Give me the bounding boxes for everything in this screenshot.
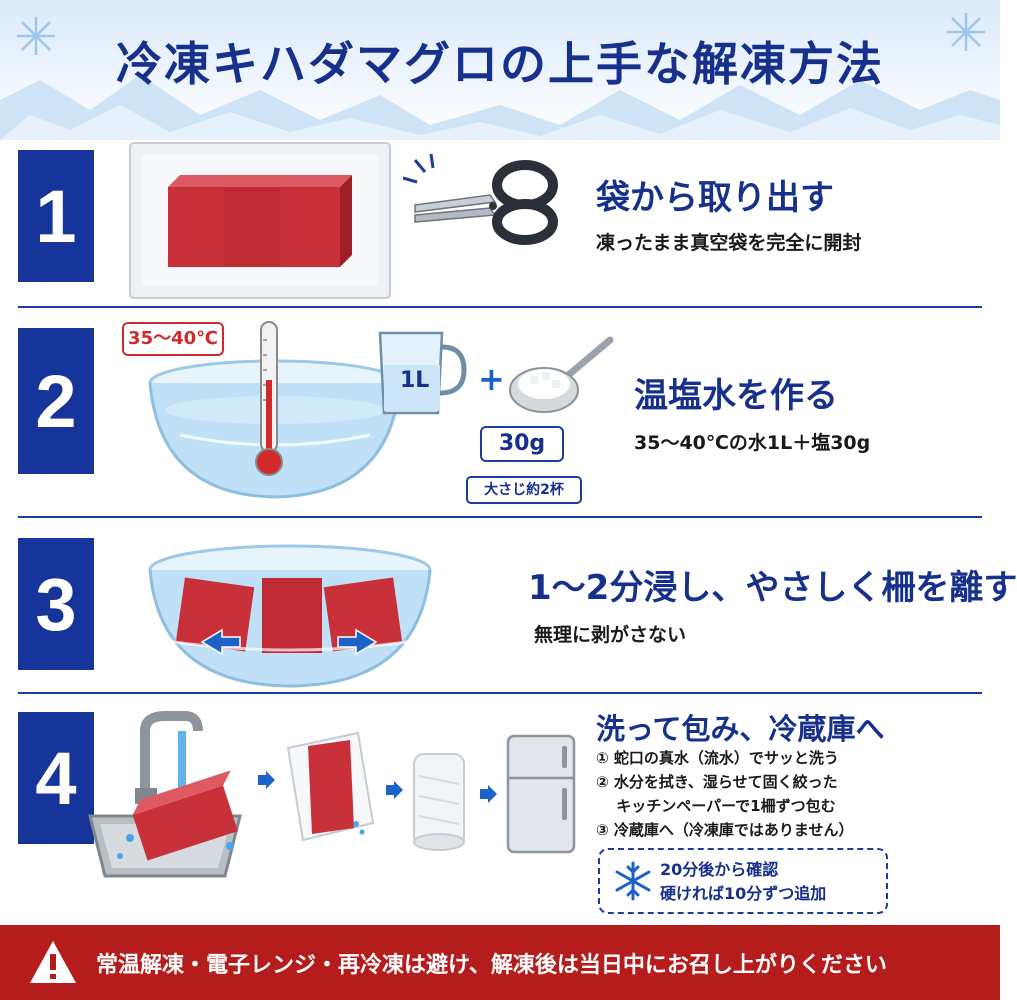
step-number-4: 4 [18, 712, 94, 844]
check-line: 20分後から確認 [660, 860, 779, 879]
refrigerator-icon [506, 734, 576, 854]
warning-icon [30, 941, 76, 983]
ice-mountains-icon [0, 75, 1000, 140]
step-title-2: 温塩水を作る [634, 376, 838, 416]
liter-label: 1L [400, 368, 430, 393]
instruction-list: ① 蛇口の真水（流水）でサッと洗う ② 水分を拭き、湿らせて固く絞った キッチン… [596, 746, 853, 842]
divider [18, 516, 982, 518]
step-subtitle-1: 凍ったまま真空袋を完全に開封 [596, 232, 862, 254]
divider [18, 306, 982, 308]
salt-spoon-icon [509, 336, 614, 413]
scissors-icon [402, 153, 558, 245]
temperature-label: 35～40℃ [122, 322, 224, 356]
arrow-right-icon [480, 785, 497, 803]
glass-bowl-icon [148, 544, 432, 688]
step-title-3: 1～2分浸し、やさしく柵を離す [528, 568, 1017, 608]
step-subtitle-2: 35～40℃の水1L＋塩30g [634, 432, 871, 454]
check-line: 硬ければ10分ずつ追加 [660, 884, 827, 903]
snowflake-icon [947, 13, 985, 51]
check-note: 20分後から確認 硬ければ10分ずつ追加 [598, 848, 888, 914]
snowflake-icon [17, 17, 55, 55]
vacuum-bag-icon [129, 142, 391, 299]
salt-note: 大さじ約2杯 [466, 476, 582, 504]
step-title-4: 洗って包み、冷蔵庫へ [596, 712, 885, 746]
plus-sign: + [478, 360, 505, 398]
arrow-right-icon [386, 781, 403, 799]
wrapped-roll-icon [413, 753, 465, 851]
measuring-cup-icon [378, 331, 467, 415]
divider [18, 692, 982, 694]
list-item: ③ 冷蔵庫へ（冷凍庫ではありません） [596, 821, 854, 839]
step-number-1: 1 [18, 150, 94, 282]
snowflake-icon [615, 861, 651, 901]
arrow-right-icon [337, 628, 378, 656]
tuna-block-icon [168, 175, 352, 267]
step-number-2: 2 [18, 328, 94, 474]
step-number-3: 3 [18, 538, 94, 670]
thermometer-icon [255, 321, 283, 476]
arrow-right-icon [258, 771, 275, 789]
header: 冷凍キハダマグロの上手な解凍方法 [0, 0, 1000, 140]
sink-faucet-icon [88, 711, 242, 878]
salt-amount: 30g [480, 426, 564, 462]
list-item: ② 水分を拭き、湿らせて固く絞った [596, 773, 838, 791]
step-subtitle-3: 無理に剥がさない [534, 624, 687, 646]
tuna-block-icon [175, 577, 403, 653]
list-item: ① 蛇口の真水（流水）でサッと洗う [596, 749, 839, 767]
page-title: 冷凍キハダマグロの上手な解凍方法 [116, 37, 884, 91]
step-title-1: 袋から取り出す [596, 178, 834, 218]
list-item: キッチンペーパーで1柵ずつ包む [596, 797, 836, 815]
paper-towel-icon [286, 731, 375, 842]
arrow-left-icon [200, 628, 241, 656]
warning-text: 常温解凍・電子レンジ・再冷凍は避け、解凍後は当日中にお召し上がりください [96, 953, 887, 978]
warning-banner: 常温解凍・電子レンジ・再冷凍は避け、解凍後は当日中にお召し上がりください [0, 925, 1000, 1000]
